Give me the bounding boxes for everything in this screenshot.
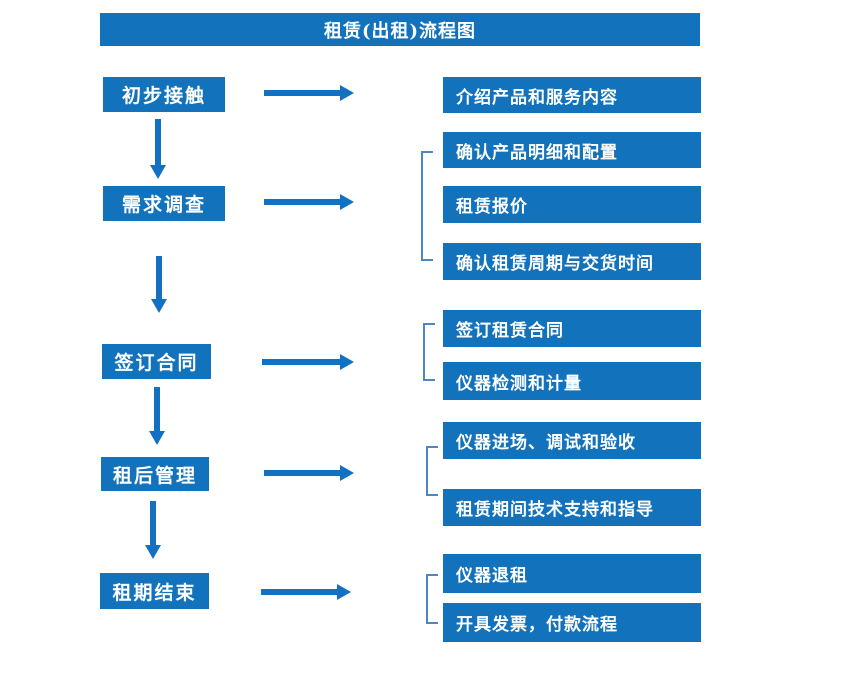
step-node-initial-contact: 初步接触 bbox=[103, 77, 225, 112]
arrow-right-icon bbox=[264, 465, 354, 481]
arrow-down-icon bbox=[148, 387, 165, 445]
arrow-down-icon bbox=[150, 256, 167, 313]
step-node-post-rental-management: 租后管理 bbox=[101, 457, 209, 491]
group-bracket-sign-contract bbox=[423, 323, 435, 381]
step-node-lease-end: 租期结束 bbox=[100, 573, 209, 609]
arrow-shaft bbox=[155, 256, 162, 299]
arrow-down-icon bbox=[149, 119, 166, 179]
step-node-sign-contract: 签订合同 bbox=[102, 344, 211, 379]
group-bracket-lease-end bbox=[426, 574, 438, 624]
arrow-shaft bbox=[264, 90, 340, 96]
arrow-right-icon bbox=[264, 85, 354, 101]
arrow-head bbox=[340, 194, 354, 210]
arrow-head bbox=[150, 299, 167, 313]
arrow-shaft bbox=[264, 199, 340, 205]
detail-node-instrument-testing: 仪器检测和计量 bbox=[443, 362, 701, 400]
arrow-shaft bbox=[154, 119, 161, 165]
detail-node-rental-quote: 租赁报价 bbox=[443, 186, 701, 223]
arrow-head bbox=[148, 431, 165, 445]
flowchart-title: 租赁(出租)流程图 bbox=[100, 13, 700, 46]
detail-node-invoice-payment: 开具发票，付款流程 bbox=[443, 603, 701, 642]
group-bracket-post-rental-management bbox=[426, 446, 438, 496]
arrow-right-icon bbox=[262, 354, 354, 370]
arrow-head bbox=[144, 545, 161, 559]
step-node-demand-survey: 需求调查 bbox=[103, 186, 225, 221]
arrow-right-icon bbox=[261, 584, 351, 600]
detail-node-instrument-setup-acceptance: 仪器进场、调试和验收 bbox=[443, 422, 701, 459]
arrow-head bbox=[149, 165, 166, 179]
detail-node-introduce-products: 介绍产品和服务内容 bbox=[443, 77, 701, 113]
arrow-shaft bbox=[262, 359, 340, 365]
detail-node-sign-rental-contract: 签订租赁合同 bbox=[443, 310, 701, 347]
detail-node-technical-support: 租赁期间技术支持和指导 bbox=[443, 489, 701, 526]
detail-node-confirm-product-config: 确认产品明细和配置 bbox=[443, 132, 701, 168]
detail-node-confirm-period-delivery: 确认租赁周期与交货时间 bbox=[443, 243, 701, 280]
arrow-shaft bbox=[264, 470, 340, 476]
arrow-head bbox=[340, 354, 354, 370]
arrow-down-icon bbox=[144, 501, 161, 559]
arrow-shaft bbox=[149, 501, 156, 545]
arrow-right-icon bbox=[264, 194, 354, 210]
arrow-head bbox=[340, 465, 354, 481]
group-bracket-demand-survey bbox=[421, 151, 433, 261]
arrow-head bbox=[337, 584, 351, 600]
arrow-head bbox=[340, 85, 354, 101]
detail-node-instrument-return: 仪器退租 bbox=[443, 554, 701, 593]
arrow-shaft bbox=[153, 387, 160, 431]
arrow-shaft bbox=[261, 589, 337, 595]
